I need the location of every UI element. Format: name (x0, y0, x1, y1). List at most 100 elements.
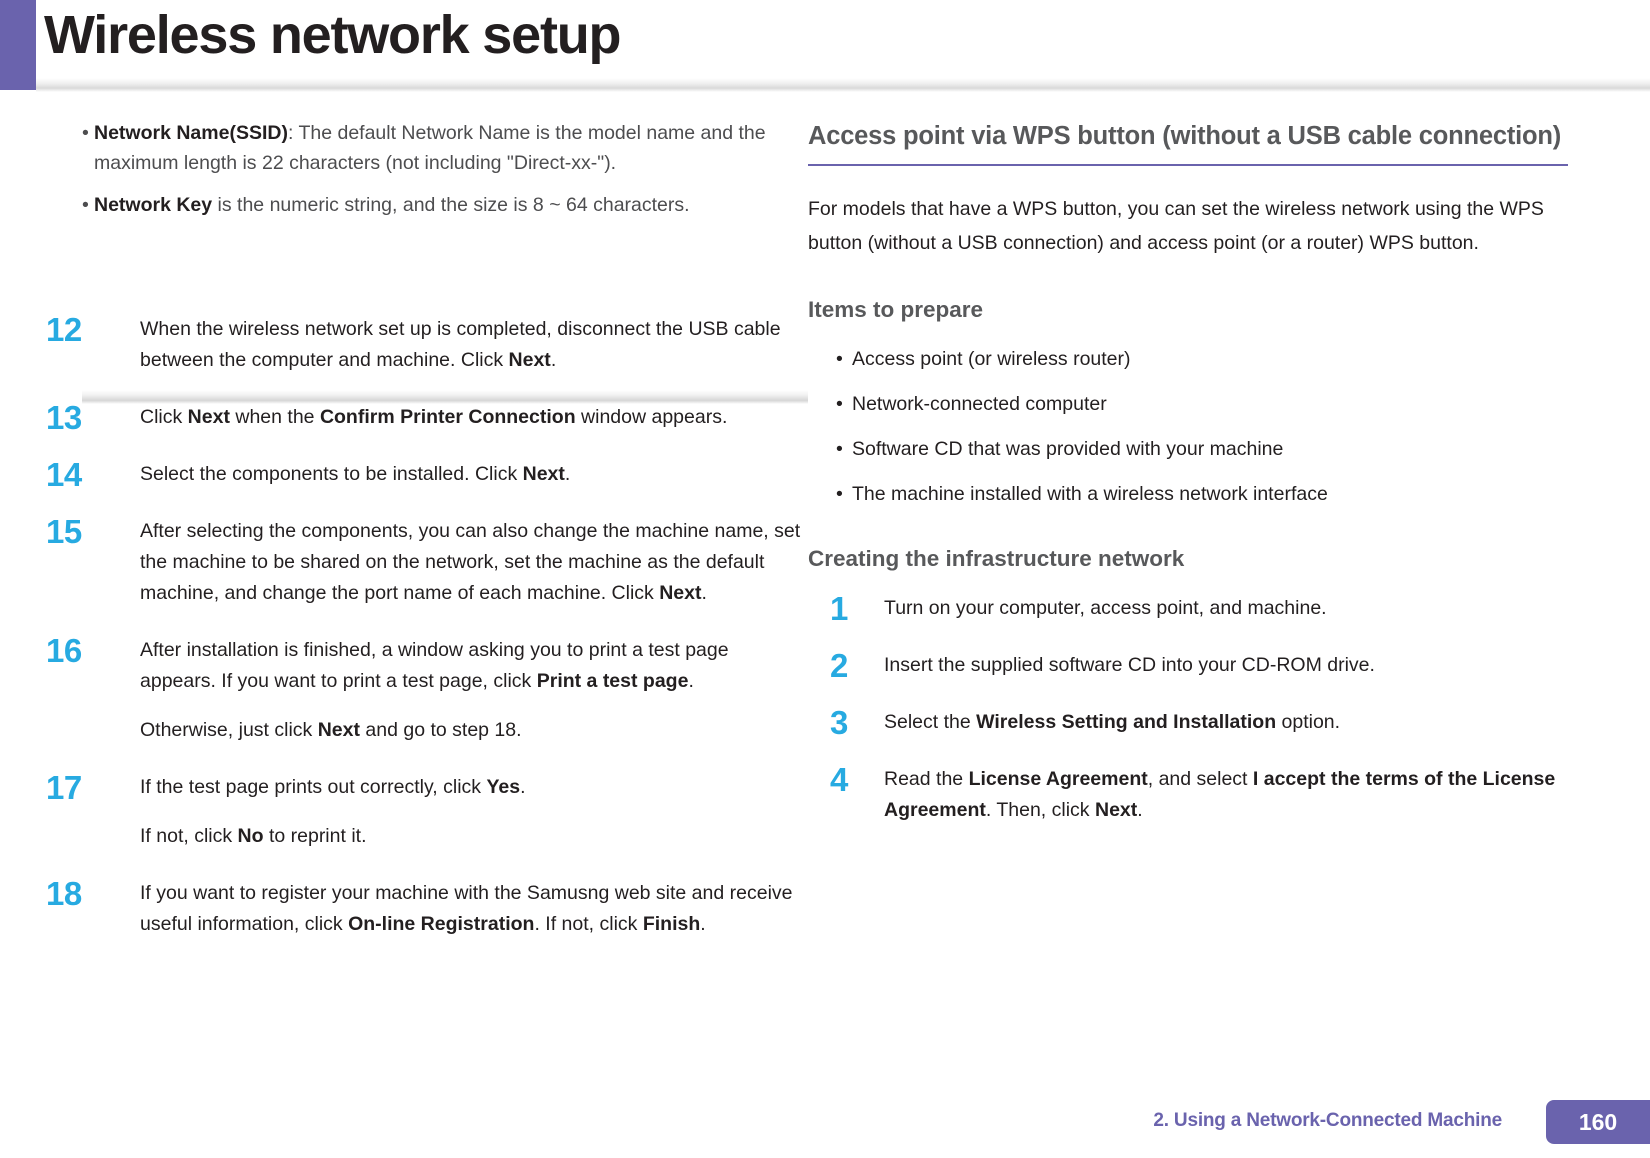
step-number: 15 (46, 513, 82, 550)
step-15: 15 After selecting the components, you c… (46, 513, 806, 609)
step-number: 16 (46, 632, 82, 669)
step-number: 3 (830, 704, 848, 741)
step-text: If the test page prints out correctly, c… (140, 776, 487, 798)
step-body: Select the Wireless Setting and Installa… (884, 707, 1568, 738)
bullet-icon: • (836, 483, 843, 505)
note-text-ssid: : The default Network Name is the model … (94, 122, 766, 174)
step-bold: Finish (642, 913, 701, 935)
step-number: 13 (46, 399, 82, 436)
step-text: . (564, 463, 571, 485)
section-heading: Access point via WPS button (without a U… (808, 122, 1562, 150)
step-text: Insert the supplied software CD into you… (884, 654, 1375, 676)
bullet-icon: • (82, 122, 89, 144)
step-4: 4 Read the License Agreement, and select… (808, 761, 1568, 826)
list-item-label: Software CD that was provided with your … (852, 438, 1284, 460)
step-text: Select the (884, 711, 977, 733)
bullet-icon: • (82, 194, 89, 216)
bullet-icon: • (836, 393, 843, 415)
step-text: . Then, click (985, 799, 1095, 821)
step-text: When the wireless network set up is comp… (140, 318, 781, 371)
step-body: After installation is finished, a window… (140, 635, 806, 697)
step-bold: Next (317, 719, 360, 741)
step-3: 3 Select the Wireless Setting and Instal… (808, 704, 1568, 741)
section-divider (82, 390, 808, 404)
section-heading-rule (808, 164, 1568, 166)
step-number: 14 (46, 456, 82, 493)
step-subtext: If not, click No to reprint it. (140, 821, 806, 852)
list-item: • Network-connected computer (808, 389, 1568, 419)
step-text: window appears. (575, 406, 728, 428)
step-number: 4 (830, 761, 848, 798)
note-text-network-key: is the numeric string, and the size is 8… (212, 194, 690, 216)
step-12: 12 When the wireless network set up is c… (46, 311, 806, 376)
header-accent-bar (0, 0, 36, 90)
step-bold: Yes (486, 776, 521, 798)
step-text: . (550, 349, 557, 371)
page-number-badge: 160 (1546, 1100, 1650, 1144)
step-17: 17 If the test page prints out correctly… (46, 769, 806, 852)
step-body: After selecting the components, you can … (140, 516, 806, 609)
step-text: and go to step 18. (360, 719, 522, 741)
note-item-network-key: • Network Key is the numeric string, and… (46, 190, 806, 220)
list-item-label: Network-connected computer (852, 393, 1107, 415)
step-bold: Wireless Setting and Installation (976, 711, 1277, 733)
items-to-prepare-heading: Items to prepare (808, 297, 984, 322)
step-14: 14 Select the components to be installed… (46, 456, 806, 493)
step-bold: Next (1094, 799, 1138, 821)
right-column: Access point via WPS button (without a U… (808, 118, 1568, 852)
intro-paragraph: For models that have a WPS button, you c… (808, 198, 1544, 254)
step-body: If you want to register your machine wit… (140, 878, 806, 940)
step-text: . (701, 582, 707, 604)
step-bold: Confirm Printer Connection (319, 406, 576, 428)
step-body: When the wireless network set up is comp… (140, 314, 806, 376)
step-bold: Next (659, 582, 702, 604)
note-list: • Network Name(SSID): The default Networ… (46, 118, 806, 220)
step-number: 1 (830, 590, 848, 627)
step-text: . If not, click (534, 913, 643, 935)
step-number: 18 (46, 875, 82, 912)
step-text: If not, click (140, 825, 238, 847)
bullet-icon: • (836, 438, 843, 460)
step-text: option. (1276, 711, 1341, 733)
step-bold: Next (522, 463, 565, 485)
right-step-list: 1 Turn on your computer, access point, a… (808, 590, 1568, 826)
list-item: • Software CD that was provided with you… (808, 434, 1568, 464)
step-text: Select the components to be installed. C… (140, 463, 523, 485)
list-item-label: Access point (or wireless router) (852, 348, 1131, 370)
page-title: Wireless network setup (44, 5, 622, 65)
step-text: Read the (884, 768, 969, 790)
step-body: Read the License Agreement, and select I… (884, 764, 1568, 826)
list-item-label: The machine installed with a wireless ne… (852, 483, 1328, 505)
step-body: Turn on your computer, access point, and… (884, 593, 1568, 624)
step-text: . (700, 913, 706, 935)
step-13: 13 Click Next when the Confirm Printer C… (46, 399, 806, 436)
step-text: After installation is finished, a window… (140, 639, 729, 692)
step-16: 16 After installation is finished, a win… (46, 632, 806, 746)
step-text: . (520, 776, 526, 798)
step-body: If the test page prints out correctly, c… (140, 772, 806, 803)
footer-chapter-label: 2. Using a Network-Connected Machine (1153, 1110, 1502, 1131)
step-bold: Next (508, 349, 551, 371)
step-text: , and select (1147, 768, 1253, 790)
step-text: to reprint it. (263, 825, 367, 847)
step-bold: No (237, 825, 264, 847)
step-number: 17 (46, 769, 82, 806)
list-item: • Access point (or wireless router) (808, 344, 1568, 374)
note-label-network-key: Network Key (94, 194, 213, 216)
step-2: 2 Insert the supplied software CD into y… (808, 647, 1568, 684)
step-body: Select the components to be installed. C… (140, 459, 806, 490)
step-bold: License Agreement (968, 768, 1148, 790)
step-18: 18 If you want to register your machine … (46, 875, 806, 940)
page-footer: 2. Using a Network-Connected Machine 160 (0, 1100, 1650, 1144)
page-header: Wireless network setup (0, 0, 1650, 92)
step-text: . (1137, 799, 1143, 821)
step-bold: Next (187, 406, 230, 428)
step-bold: On-line Registration (348, 913, 535, 935)
step-bold: I accept the terms of the License Agreem… (884, 768, 1556, 821)
step-text: Otherwise, just click (140, 719, 318, 741)
header-divider (36, 78, 1650, 92)
step-body: Insert the supplied software CD into you… (884, 650, 1568, 681)
step-text: After selecting the components, you can … (140, 520, 801, 604)
note-label-ssid: Network Name(SSID) (94, 122, 288, 144)
bullet-icon: • (836, 348, 843, 370)
